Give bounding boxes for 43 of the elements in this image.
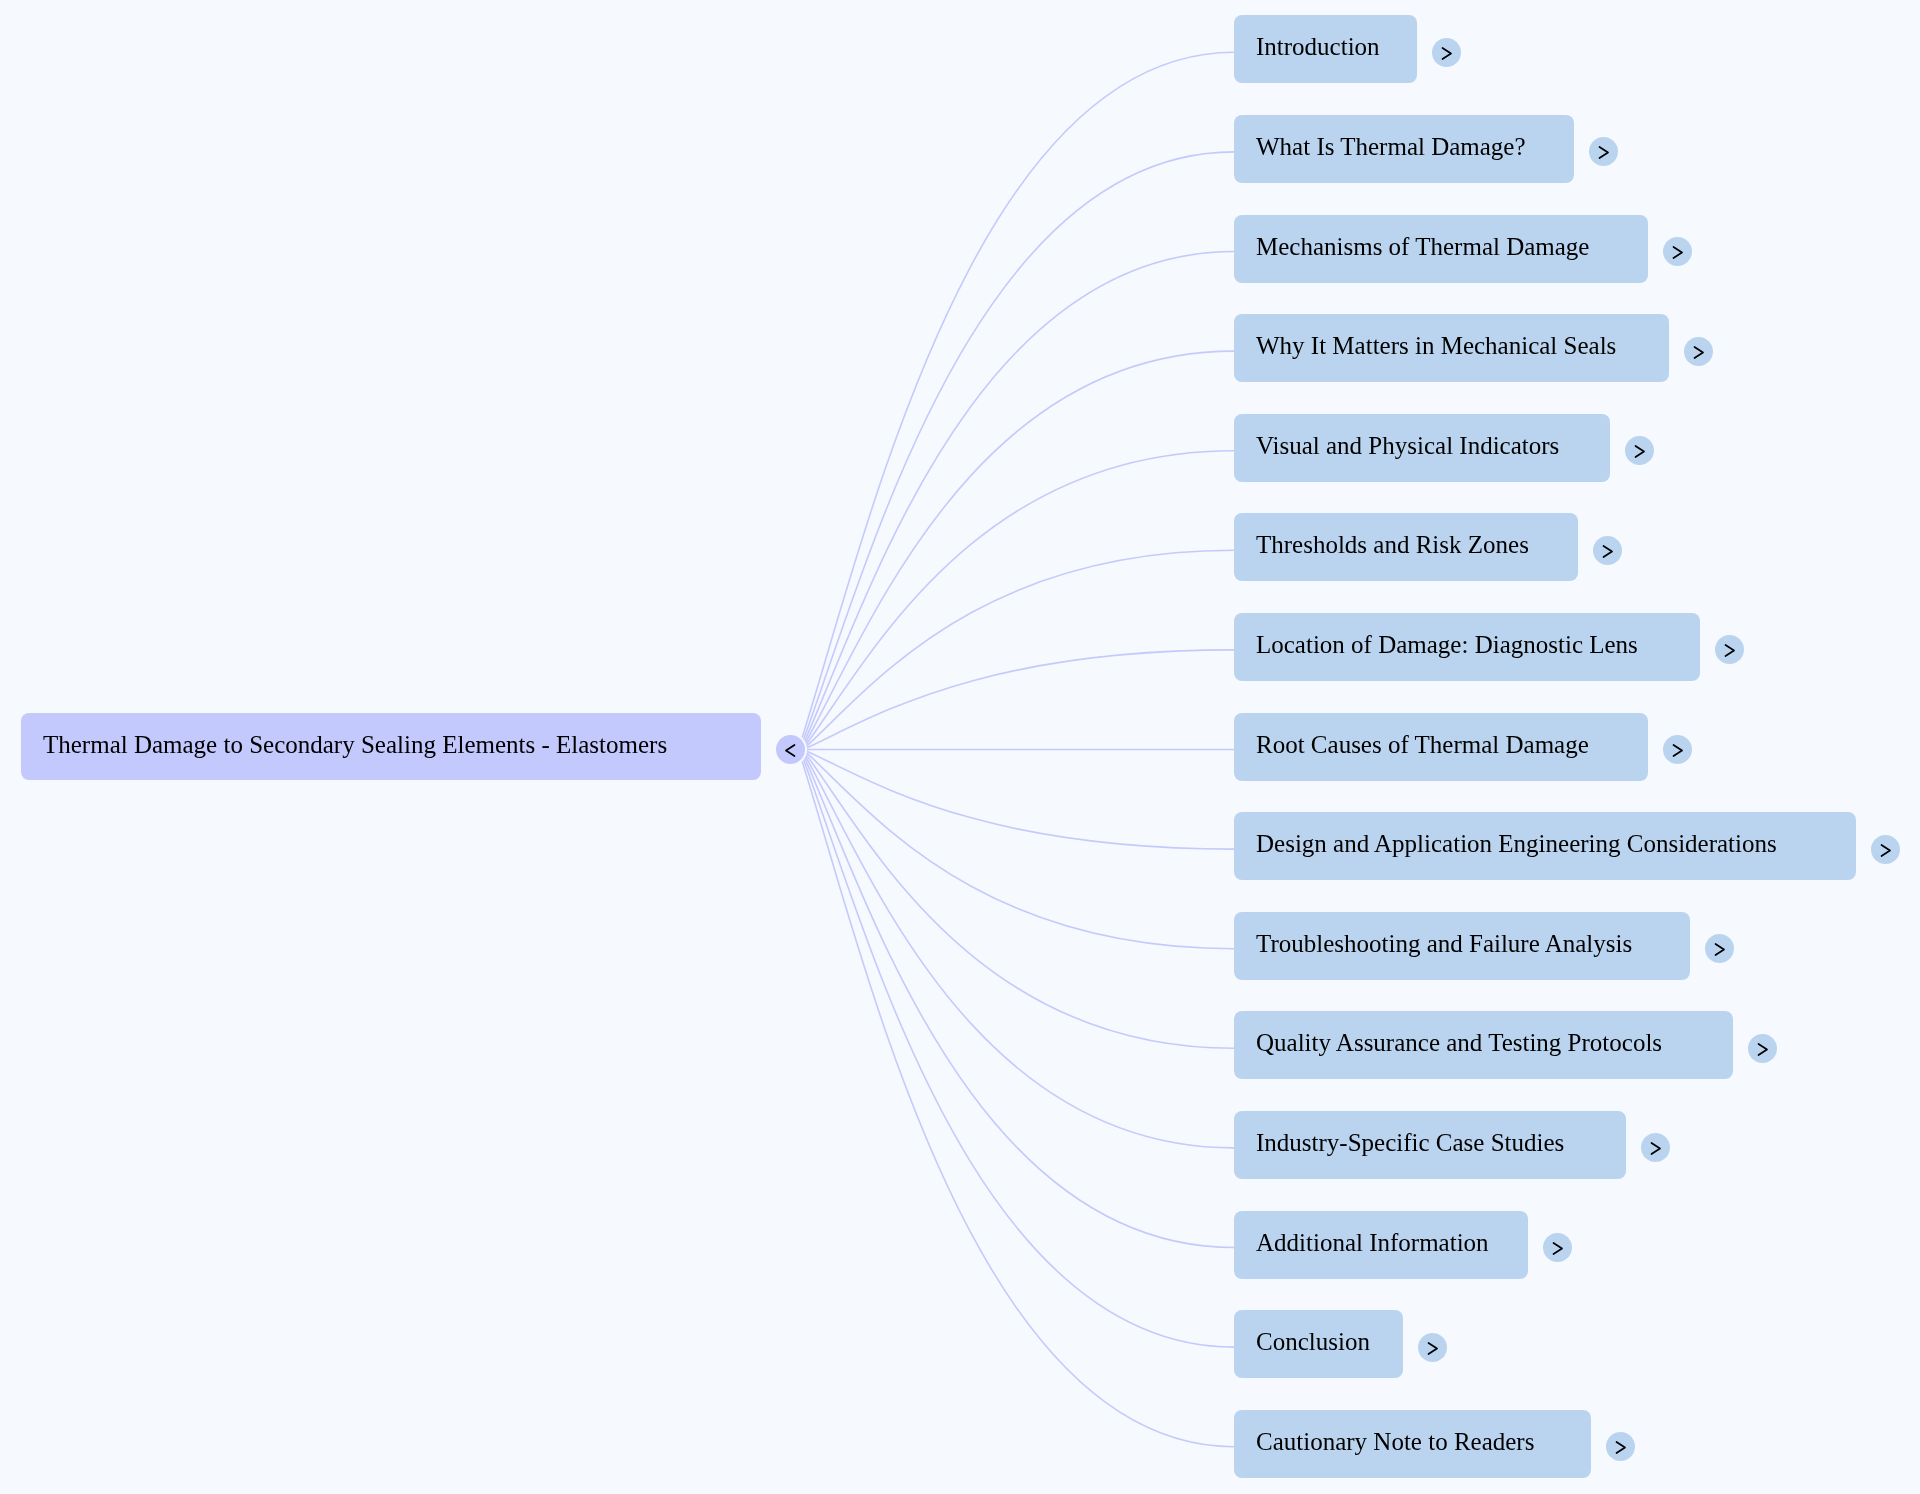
connector-line [805,449,1235,746]
topic-box [1234,513,1578,582]
topic-box [1234,1310,1403,1379]
topic-box [1234,1409,1591,1478]
topic-title: Industry-Specific Case Studies [1256,1129,1565,1158]
topic-title: Location of Damage: Diagnostic Lens [1256,631,1638,660]
topic-box [1234,612,1700,681]
topic-title: What Is Thermal Damage? [1256,133,1526,162]
topic-box [1234,214,1648,283]
topic-title: Quality Assurance and Testing Protocols [1256,1029,1663,1059]
connector-line [806,649,1235,749]
topic-box [1234,413,1610,482]
connector-line [806,750,1235,850]
topic-box [1234,15,1417,84]
topic-title: Why It Matters in Mechanical Seals [1256,332,1617,361]
topic-title: Additional Information [1256,1228,1489,1258]
connector-line [804,350,1235,744]
topic-box [1234,911,1690,980]
topic-title: Visual and Physical Indicators [1256,431,1560,461]
topic-title: Troubleshooting and Failure Analysis [1256,929,1633,959]
topic-title: Conclusion [1256,1328,1370,1357]
topic-title: Thresholds and Risk Zones [1256,531,1529,561]
topic-box [1234,1210,1528,1279]
topic-box [1234,1110,1626,1179]
topic-title: Mechanisms of Thermal Damage [1256,232,1590,262]
connector-line [806,748,1235,751]
connector-line [805,753,1235,1050]
topic-box [1234,1011,1733,1080]
connector-line [805,549,1235,747]
topic-title: Cautionary Note to Readers [1256,1427,1535,1457]
connector-line [805,752,1235,950]
connector-line [804,755,1235,1149]
connector-line [803,757,1235,1249]
topic-box [1234,114,1574,183]
topic-title: Root Causes of Thermal Damage [1256,730,1589,760]
connector-line [803,250,1235,742]
central-topic-box [21,713,761,780]
topic-title: Design and Application Engineering Considerations [1256,830,1777,859]
topic-title: Introduction [1256,33,1380,63]
topic-box [1234,314,1669,383]
topic-box [1234,712,1648,781]
topic-title: Thermal Damage to Secondary Sealing Elements - Elastomers [43,730,668,760]
topic-box [1234,812,1856,881]
